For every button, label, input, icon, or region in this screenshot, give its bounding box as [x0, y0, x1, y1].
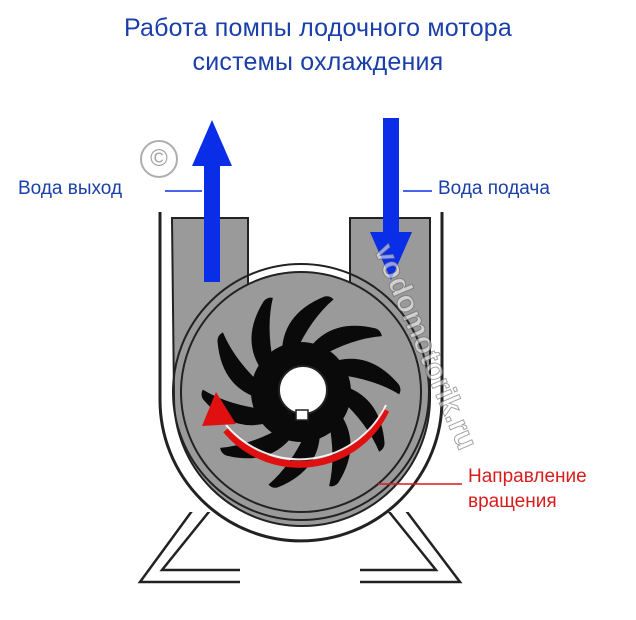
- impeller: [180, 271, 422, 513]
- rotation-label-line-2: вращения: [468, 491, 557, 512]
- title-line-1: Работа помпы лодочного мотора: [123, 14, 513, 42]
- water-in-arrow: [370, 118, 412, 280]
- title-line-2: системы охлаждения: [192, 48, 444, 76]
- rotation-label-line-1: Направление: [468, 466, 587, 487]
- impeller-vane: [328, 358, 401, 395]
- impeller-vane: [340, 384, 385, 452]
- copyright-watermark: ©: [140, 140, 178, 178]
- water-in-label: Вода подача: [438, 178, 550, 199]
- water-out-arrow: [192, 120, 232, 282]
- rotation-arrow: [202, 392, 462, 485]
- impeller-vane: [217, 332, 262, 400]
- impeller-vane: [281, 296, 334, 357]
- water-out-label: Вода выход: [18, 178, 123, 199]
- impeller-vane: [268, 427, 321, 488]
- mount-base: [137, 499, 463, 584]
